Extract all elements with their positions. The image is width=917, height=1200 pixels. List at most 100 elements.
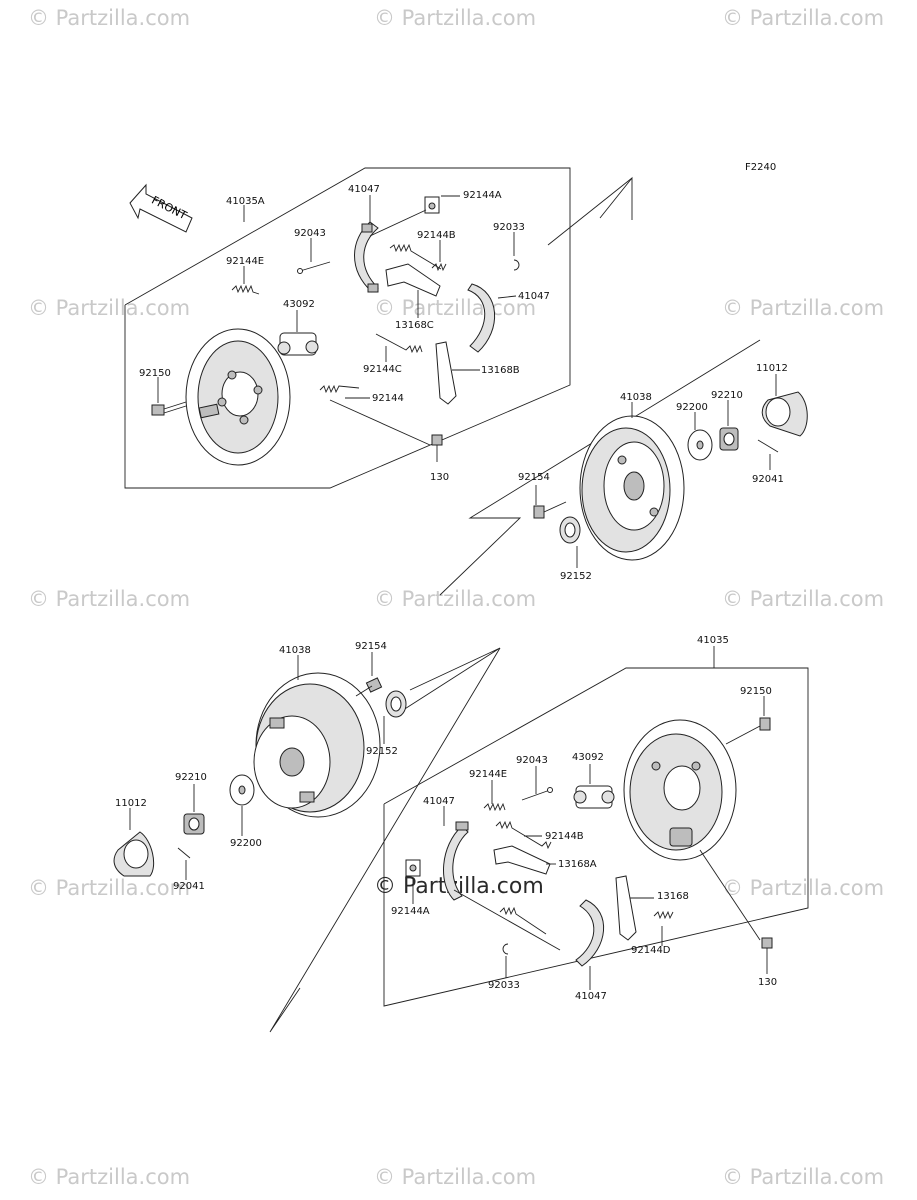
part-label: 43092: [572, 752, 604, 763]
washer: [687, 429, 713, 461]
spring: [483, 802, 506, 812]
adjuster-lever: [435, 341, 457, 405]
leader-line: [453, 889, 561, 951]
part-label: 13168B: [481, 365, 520, 376]
part-label: 92200: [676, 402, 708, 413]
part-label: 13168C: [395, 320, 434, 331]
watermark: © Partzilla.com: [374, 6, 537, 30]
bolt: [533, 501, 567, 519]
part-label: 92144D: [631, 945, 671, 956]
bolt: [761, 937, 773, 974]
part-label: 41035A: [226, 196, 265, 207]
watermark: © Partzilla.com: [722, 1165, 885, 1189]
hub-cap: [761, 391, 808, 437]
part-label: 92144: [372, 393, 404, 404]
part-label: 130: [758, 977, 778, 988]
part-label: 92150: [139, 368, 171, 379]
watermark: © Partzilla.com: [28, 6, 191, 30]
watermark: © Partzilla.com: [374, 1165, 537, 1189]
front-arrow-icon: FRONT: [129, 183, 193, 233]
part-label: 41038: [279, 645, 311, 656]
clip: [405, 859, 421, 877]
bottom-assembly-frame: [383, 667, 809, 1007]
watermark: © Partzilla.com: [28, 876, 191, 900]
bolt: [725, 717, 771, 745]
cotter-pin: [757, 439, 779, 453]
leader-line: [699, 849, 761, 941]
backing-plate: [185, 328, 291, 466]
cotter-pin: [177, 847, 191, 859]
washer: [229, 774, 255, 806]
brake-shoe: [354, 221, 379, 293]
watermark: © Partzilla.com: [722, 876, 885, 900]
part-label: 92041: [752, 474, 784, 485]
watermark: © Partzilla.com: [28, 1165, 191, 1189]
part-label: 92144A: [391, 906, 430, 917]
part-label: 130: [430, 472, 450, 483]
oil-seal: [559, 516, 581, 544]
guide-line: [547, 177, 633, 246]
spring: [499, 906, 547, 935]
guide-line: [269, 647, 501, 1033]
part-label: 13168A: [558, 859, 597, 870]
watermark: © Partzilla.com: [374, 296, 537, 320]
watermark: © Partzilla.com: [722, 587, 885, 611]
hub-cap: [113, 831, 155, 877]
watermark: © Partzilla.com: [722, 6, 885, 30]
part-label: 11012: [115, 798, 147, 809]
adjuster-lever: [385, 263, 441, 297]
nut: [719, 427, 739, 451]
guide-line: [599, 176, 633, 220]
part-label: 92200: [230, 838, 262, 849]
bolt: [355, 677, 383, 697]
nut: [183, 813, 205, 835]
leader-line: [369, 209, 427, 237]
figure-reference: F2240: [745, 162, 777, 173]
part-label: 11012: [756, 363, 788, 374]
spring: [375, 333, 423, 354]
pin: [521, 787, 553, 801]
part-label: 92144B: [545, 831, 584, 842]
backing-plate: [623, 719, 737, 861]
part-label: 92144E: [226, 256, 265, 267]
part-label: 43092: [283, 299, 315, 310]
spring: [653, 910, 674, 920]
adjuster-lever: [615, 875, 637, 941]
clip: [424, 196, 440, 214]
clip: [502, 943, 509, 955]
part-label: 41038: [620, 392, 652, 403]
part-label: 92043: [516, 755, 548, 766]
part-label: 92144B: [417, 230, 456, 241]
part-label: 41047: [423, 796, 455, 807]
part-label: 41047: [518, 291, 550, 302]
bolt: [151, 401, 187, 416]
part-label: 92041: [173, 881, 205, 892]
brake-shoe: [443, 821, 469, 901]
wheel-cylinder: [277, 332, 319, 356]
part-label: 92043: [294, 228, 326, 239]
part-label: 92144C: [363, 364, 402, 375]
wheel-cylinder: [573, 785, 615, 809]
part-label: 41035: [697, 635, 729, 646]
brake-drum: [253, 672, 381, 818]
part-label: 92154: [518, 472, 550, 483]
part-label: 92033: [488, 980, 520, 991]
part-label: 92210: [175, 772, 207, 783]
brake-shoe: [467, 283, 495, 353]
leader-line: [497, 295, 517, 299]
part-label: 92144E: [469, 769, 508, 780]
bolt: [431, 434, 443, 462]
part-label: 41047: [575, 991, 607, 1002]
brake-drum: [579, 415, 685, 561]
spring: [431, 262, 447, 272]
part-label: 92154: [355, 641, 387, 652]
part-label: 92152: [366, 746, 398, 757]
watermark: © Partzilla.com: [374, 587, 537, 611]
part-label: 92210: [711, 390, 743, 401]
part-label: 92152: [560, 571, 592, 582]
watermark: © Partzilla.com: [722, 296, 885, 320]
spring: [319, 384, 360, 394]
adjuster-lever: [493, 845, 551, 875]
top-assembly-frame: [124, 167, 571, 489]
